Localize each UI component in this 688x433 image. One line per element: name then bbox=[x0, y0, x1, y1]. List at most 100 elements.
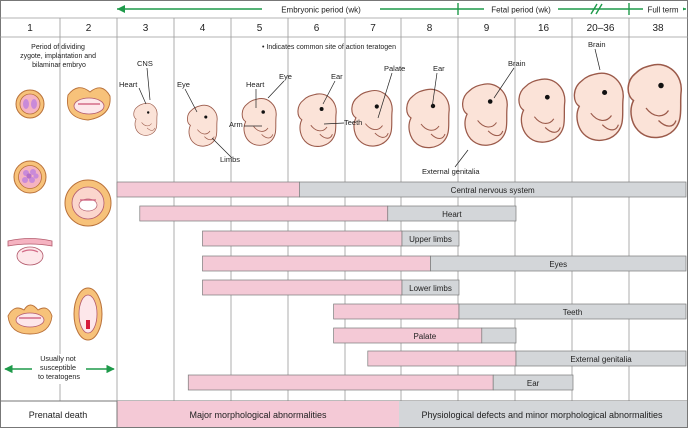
leader-line bbox=[454, 149, 469, 168]
leader-line bbox=[431, 72, 438, 109]
minor-susceptibility-segment bbox=[481, 327, 517, 344]
organ-bar-label: External genitalia bbox=[570, 355, 632, 364]
organ-bar: Lower limbs bbox=[202, 279, 460, 296]
major-susceptibility-segment bbox=[202, 255, 431, 272]
axis-break-icon bbox=[590, 3, 598, 15]
non-susceptible-note: Usually not susceptible to teratogens bbox=[4, 354, 115, 384]
embryo-figure bbox=[518, 78, 566, 143]
leader-line bbox=[267, 80, 285, 99]
major-susceptibility-segment bbox=[139, 205, 389, 222]
organ-bar: Central nervous system bbox=[116, 181, 687, 198]
leader-line bbox=[323, 122, 345, 125]
week-label: 1 bbox=[27, 23, 33, 34]
major-susceptibility-segment bbox=[333, 327, 483, 344]
major-susceptibility-segment bbox=[187, 374, 494, 391]
organ-label: Heart bbox=[246, 80, 265, 89]
embryo-figure bbox=[241, 98, 277, 146]
week-label: 20–36 bbox=[587, 23, 615, 34]
major-susceptibility-segment bbox=[202, 279, 403, 296]
organ-label: Eye bbox=[177, 80, 190, 89]
early-period-note: Period of dividing zygote, implantation … bbox=[20, 44, 98, 69]
embryo-figure bbox=[133, 102, 158, 136]
full-term-label: Full term bbox=[647, 6, 678, 15]
minor-susceptibility-segment bbox=[515, 350, 687, 367]
major-susceptibility-segment bbox=[333, 303, 460, 320]
week-grid bbox=[0, 17, 688, 401]
morula-icon bbox=[13, 160, 47, 194]
embryo-figure bbox=[297, 93, 337, 147]
leader-line bbox=[377, 72, 393, 119]
minor-abnormalities-band bbox=[399, 401, 687, 427]
week-label: 16 bbox=[538, 23, 550, 34]
organ-bar-label: Teeth bbox=[563, 308, 583, 317]
teratogen-site-legend: • Indicates common site of action terato… bbox=[262, 44, 396, 51]
major-abnormalities-label: Major morphological abnormalities bbox=[189, 410, 327, 420]
week-label: 7 bbox=[370, 23, 376, 34]
minor-abnormalities-label: Physiological defects and minor morpholo… bbox=[421, 410, 663, 420]
week-label: 9 bbox=[484, 23, 490, 34]
minor-susceptibility-segment bbox=[430, 255, 687, 272]
organ-bar: Eyes bbox=[202, 255, 687, 272]
organ-label: Ear bbox=[433, 64, 445, 73]
minor-susceptibility-segment bbox=[492, 374, 574, 391]
organ-bar-label: Heart bbox=[442, 210, 462, 219]
organ-bar: Upper limbs bbox=[202, 230, 460, 247]
organ-bar: External genitalia bbox=[367, 350, 687, 367]
organ-label: Ear bbox=[331, 72, 343, 81]
week-label: 2 bbox=[86, 23, 92, 34]
major-abnormalities-band bbox=[117, 401, 399, 427]
week-label: 3 bbox=[143, 23, 149, 34]
week-label: 5 bbox=[257, 23, 263, 34]
organ-bar: Ear bbox=[187, 374, 574, 391]
outcome-footer: Prenatal death Major morphological abnor… bbox=[0, 400, 688, 427]
week-label: 38 bbox=[652, 23, 664, 34]
organ-bar-label: Lower limbs bbox=[409, 284, 452, 293]
organ-label: Teeth bbox=[344, 118, 362, 127]
week-label: 6 bbox=[314, 23, 320, 34]
organ-label: CNS bbox=[137, 59, 153, 68]
embryo-figure bbox=[187, 104, 218, 147]
major-susceptibility-segment bbox=[202, 230, 403, 247]
organ-bar: Teeth bbox=[333, 303, 687, 320]
minor-susceptibility-segment bbox=[401, 230, 460, 247]
minor-susceptibility-segment bbox=[458, 303, 687, 320]
week-label: 8 bbox=[427, 23, 433, 34]
organ-bar: Palate bbox=[333, 327, 517, 344]
organ-label: Heart bbox=[119, 80, 138, 89]
minor-susceptibility-segment bbox=[299, 181, 687, 198]
embryo-figure bbox=[627, 63, 682, 139]
organ-label: Palate bbox=[384, 64, 405, 73]
organ-bar-label: Palate bbox=[413, 332, 436, 341]
leader-line bbox=[138, 87, 147, 105]
organ-bar-label: Upper limbs bbox=[409, 235, 452, 244]
organ-bar-label: Eyes bbox=[549, 260, 567, 269]
embryo-figure bbox=[406, 88, 450, 149]
leader-line bbox=[211, 137, 233, 159]
usually-not-susceptible-text: Usually not susceptible to teratogens bbox=[38, 354, 80, 381]
period-arrow-left bbox=[117, 5, 125, 13]
week-labels: 1 2 3 4 5 6 7 8 9 16 20–36 38 bbox=[27, 23, 664, 34]
leader-line bbox=[493, 67, 515, 99]
leader-line bbox=[146, 67, 151, 101]
axis-break-icon-2 bbox=[595, 3, 603, 15]
minor-susceptibility-segment bbox=[401, 279, 460, 296]
week-label: 4 bbox=[200, 23, 206, 34]
minor-susceptibility-segment bbox=[387, 205, 517, 222]
leader-line bbox=[594, 48, 601, 71]
major-susceptibility-segment bbox=[116, 181, 300, 198]
organ-label: Brain bbox=[588, 40, 606, 49]
embryonic-period-label: Embryonic period (wk) bbox=[281, 6, 361, 15]
organ-bar-label: Central nervous system bbox=[451, 186, 535, 195]
blastocyst-icon bbox=[66, 87, 111, 121]
zygote-icon bbox=[15, 89, 45, 119]
fetal-period-label: Fetal period (wk) bbox=[491, 6, 551, 15]
organ-label: External genitalia bbox=[422, 167, 480, 176]
embryo-drawings bbox=[133, 63, 682, 149]
organ-label: Limbs bbox=[220, 155, 240, 164]
organ-bar: Heart bbox=[139, 205, 517, 222]
organ-label: Brain bbox=[508, 59, 526, 68]
